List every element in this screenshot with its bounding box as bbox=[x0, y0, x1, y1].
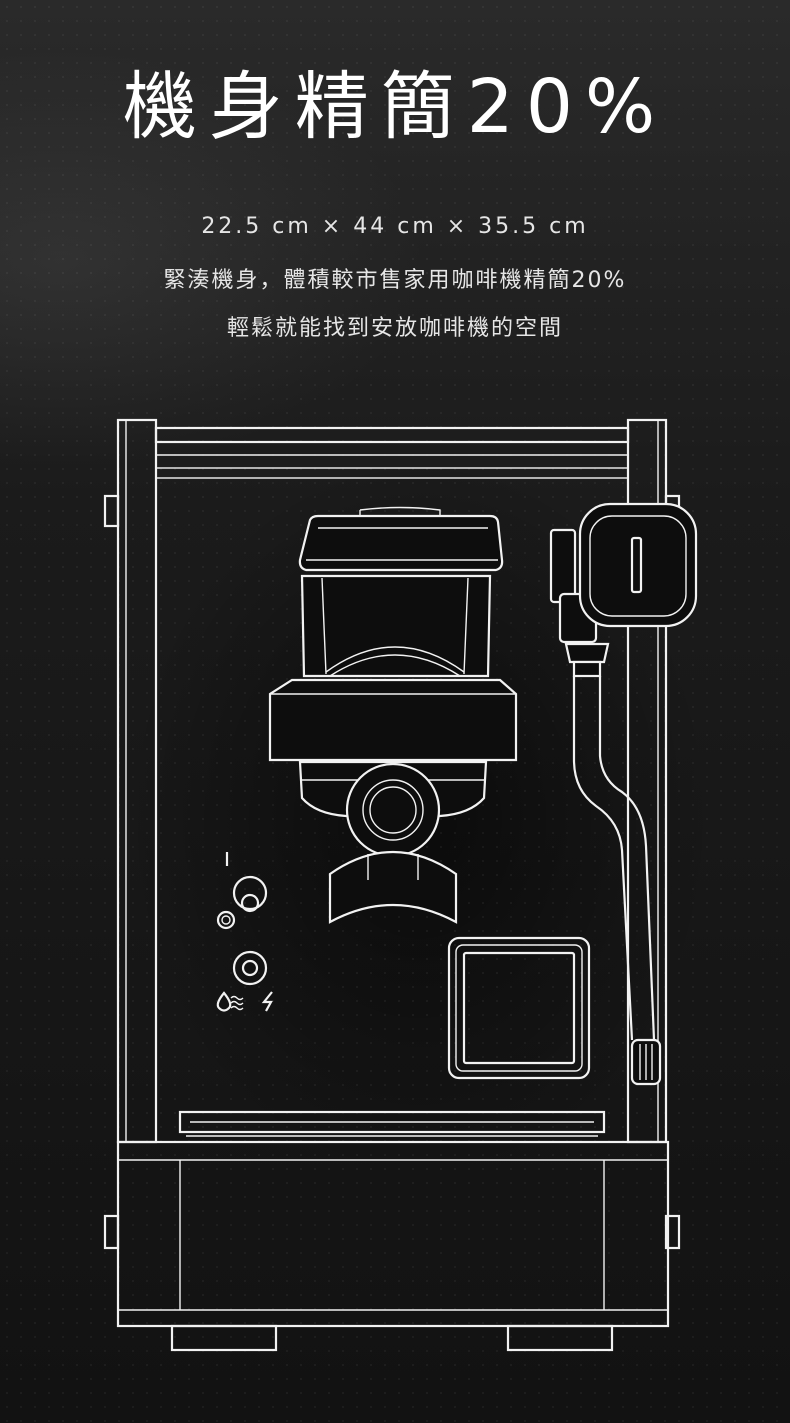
group-head bbox=[298, 506, 504, 678]
control-panel bbox=[216, 852, 273, 1012]
compact-description: 緊湊機身，體積較市售家用咖啡機精簡20% bbox=[163, 268, 627, 293]
steam-wave-icon bbox=[230, 995, 244, 1011]
espresso-machine-line-drawing bbox=[103, 418, 698, 1352]
machine-base bbox=[116, 1140, 670, 1352]
steam-knob bbox=[578, 502, 698, 628]
placement-description: 輕鬆就能找到安放咖啡機的空間 bbox=[226, 316, 563, 341]
frame-top-bar bbox=[154, 426, 630, 479]
control-knob-icon bbox=[232, 950, 268, 986]
group-housing bbox=[268, 678, 518, 762]
water-drop-icon bbox=[216, 991, 232, 1012]
portafilter bbox=[298, 760, 488, 924]
indicator-light-icon bbox=[216, 910, 236, 930]
frame-left-post bbox=[103, 418, 158, 1250]
display-screen bbox=[447, 936, 591, 1080]
dimensions-text: 22.5 cm × 44 cm × 35.5 cm bbox=[201, 214, 589, 239]
drip-tray bbox=[178, 1110, 606, 1137]
page-title: 機身精簡20% bbox=[122, 64, 668, 150]
toggle-switch-icon bbox=[232, 875, 268, 913]
steam-wand bbox=[549, 528, 662, 1086]
lightning-bolt-icon bbox=[261, 991, 273, 1012]
